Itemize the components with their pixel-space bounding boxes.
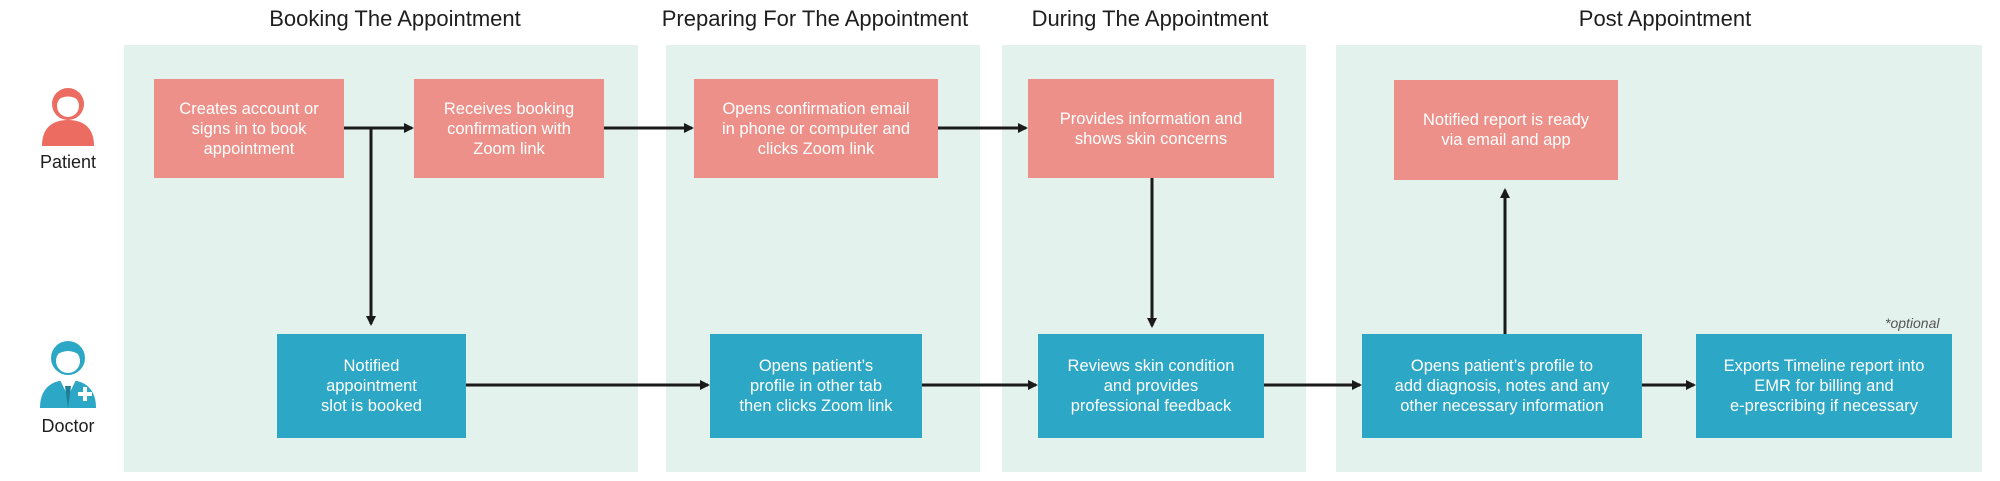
phase-title-booking: Booking The Appointment <box>269 6 521 31</box>
step-open-patient-profile: Opens patient’s profile in other tab the… <box>710 334 922 438</box>
step-open-confirmation-email: Opens confirmation email in phone or com… <box>694 79 938 178</box>
phase-title-preparing: Preparing For The Appointment <box>661 6 969 31</box>
patient-label: Patient <box>39 152 97 172</box>
optional-note: *optional <box>1885 315 1940 331</box>
step-report-ready: Notified report is ready via email and a… <box>1394 80 1618 180</box>
phase-title-during: During The Appointment <box>1031 6 1269 31</box>
step-slot-booked: Notified appointment slot is booked <box>277 334 466 438</box>
step-export-report: Exports Timeline report into EMR for bil… <box>1696 334 1952 438</box>
step-add-diagnosis: Opens patient’s profile to add diagnosis… <box>1362 334 1642 438</box>
step-booking-confirmation: Receives booking confirmation with Zoom … <box>414 79 604 178</box>
step-provide-information: Provides information and shows skin conc… <box>1028 79 1274 178</box>
doctor-label: Doctor <box>41 416 95 436</box>
step-create-account: Creates account or signs in to book appo… <box>154 79 344 178</box>
doctor-icon <box>40 341 96 408</box>
patient-icon <box>42 88 94 146</box>
phase-title-post: Post Appointment <box>1578 6 1752 31</box>
step-review-skin-condition: Reviews skin condition and provides prof… <box>1038 334 1264 438</box>
